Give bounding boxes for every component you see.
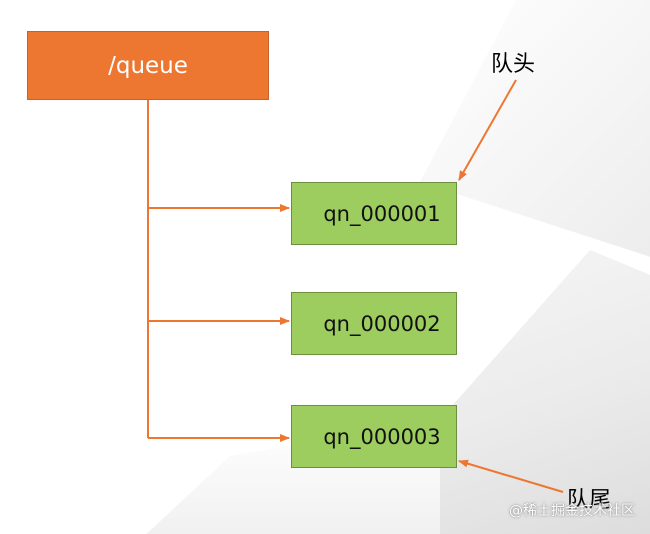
queue-tail-label: 队尾 [567,488,612,513]
queue-item-label: qn_000002 [323,311,441,336]
head-pointer-arrow [458,79,517,181]
queue-item-label: qn_000001 [323,201,441,226]
queue-item-node: qn_000001 [291,182,457,245]
watermark: @稀土掘金技术社区 [509,503,635,519]
queue-item-node: qn_000002 [291,292,457,355]
queue-root-node: /queue [27,31,269,100]
queue-head-label: 队头 [491,52,536,77]
queue-item-node: qn_000003 [291,405,457,468]
queue-item-label: qn_000003 [323,424,441,449]
queue-root-label: /queue [108,52,188,79]
tail-pointer-arrow [458,459,564,493]
